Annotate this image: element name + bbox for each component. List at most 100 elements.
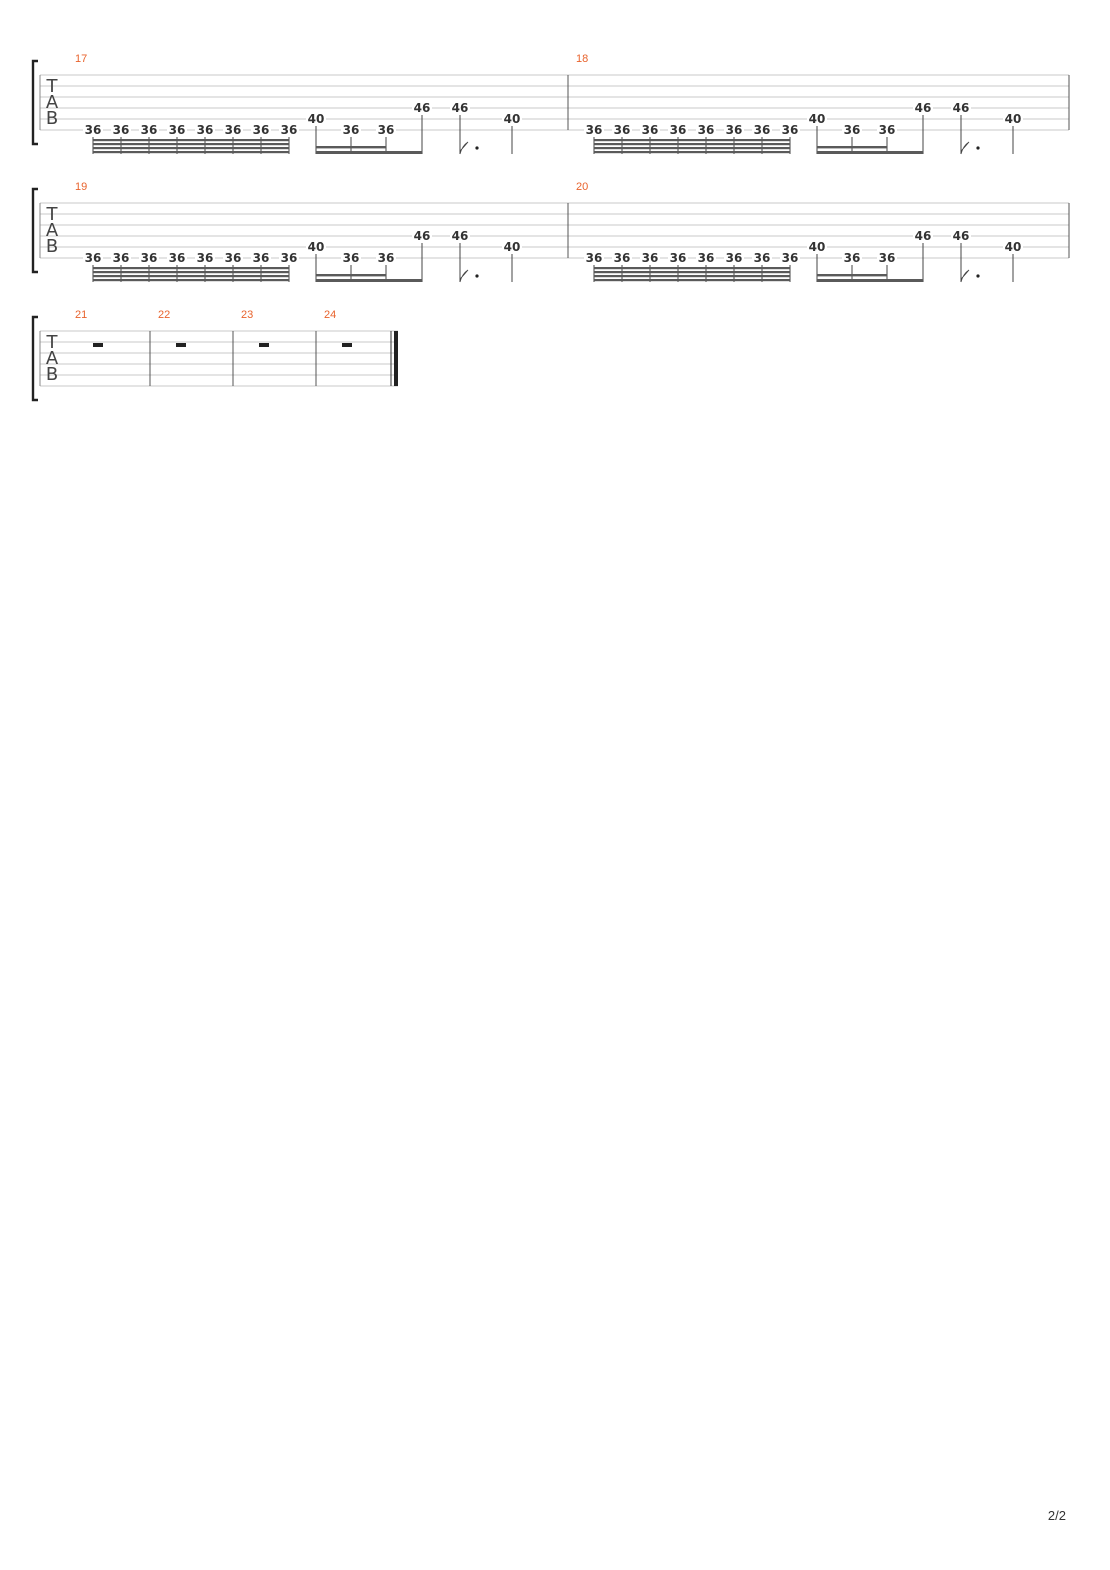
- note-background: [195, 252, 215, 264]
- note-background: [139, 252, 159, 264]
- note-background: [584, 124, 604, 136]
- note-background: [668, 124, 688, 136]
- final-bar-thick: [394, 331, 398, 386]
- note-beam: [817, 279, 923, 282]
- tab-note: 36: [670, 251, 687, 265]
- note-background: [877, 124, 897, 136]
- tab-note: 36: [614, 251, 631, 265]
- tab-note: 36: [879, 251, 896, 265]
- tab-note: 36: [642, 123, 659, 137]
- augmentation-dot: [976, 274, 980, 278]
- tab-note: 40: [1005, 112, 1022, 126]
- tab-clef-letter: A: [46, 348, 59, 369]
- tab-note: 46: [452, 101, 469, 115]
- note-background: [780, 252, 800, 264]
- tab-note: 46: [414, 101, 431, 115]
- note-beam: [594, 151, 790, 154]
- augmentation-dot: [976, 146, 980, 150]
- note-background: [376, 252, 396, 264]
- tab-note: 46: [452, 229, 469, 243]
- note-background: [111, 124, 131, 136]
- note-beam: [93, 275, 289, 278]
- note-background: [223, 252, 243, 264]
- measure-number: 23: [241, 309, 253, 321]
- note-background: [612, 124, 632, 136]
- tab-note: 36: [253, 251, 270, 265]
- note-background: [877, 252, 897, 264]
- tab-note: 36: [253, 123, 270, 137]
- tab-note: 36: [113, 123, 130, 137]
- note-background: [584, 252, 604, 264]
- tab-note: 36: [698, 123, 715, 137]
- note-background: [306, 113, 326, 125]
- tab-note: 36: [782, 123, 799, 137]
- tab-note: 40: [504, 112, 521, 126]
- note-beam: [316, 279, 422, 282]
- augmentation-dot: [475, 274, 479, 278]
- note-background: [640, 124, 660, 136]
- tab-note: 40: [308, 112, 325, 126]
- note-flag: [960, 141, 970, 155]
- tab-note: 36: [225, 123, 242, 137]
- tab-note: 36: [844, 251, 861, 265]
- note-background: [502, 241, 522, 253]
- tab-note: 36: [378, 251, 395, 265]
- tab-note: 36: [113, 251, 130, 265]
- tab-clef-letter: B: [46, 108, 58, 129]
- note-background: [223, 124, 243, 136]
- note-flag: [459, 269, 469, 283]
- tab-note: 40: [809, 240, 826, 254]
- note-beam: [316, 151, 422, 154]
- note-background: [913, 230, 933, 242]
- tab-note: 36: [754, 251, 771, 265]
- system-bracket: [31, 187, 38, 274]
- note-background: [724, 124, 744, 136]
- note-beam: [93, 271, 289, 274]
- note-beam: [594, 143, 790, 146]
- note-beam: [316, 146, 386, 149]
- note-beam: [817, 146, 887, 149]
- note-background: [668, 252, 688, 264]
- note-background: [640, 252, 660, 264]
- note-beam: [594, 267, 790, 270]
- tab-note: 36: [642, 251, 659, 265]
- note-flag: [960, 269, 970, 283]
- tab-note: 46: [414, 229, 431, 243]
- tab-note: 36: [169, 251, 186, 265]
- note-beam: [594, 279, 790, 282]
- tab-clef-letter: T: [46, 332, 59, 353]
- tab-note: 40: [809, 112, 826, 126]
- note-background: [341, 252, 361, 264]
- note-background: [1003, 113, 1023, 125]
- note-background: [780, 124, 800, 136]
- note-background: [696, 252, 716, 264]
- tab-note: 36: [726, 251, 743, 265]
- note-background: [450, 230, 470, 242]
- tab-note: 36: [378, 123, 395, 137]
- note-beam: [594, 275, 790, 278]
- note-background: [752, 252, 772, 264]
- measure-number: 20: [576, 181, 588, 193]
- measure-number: 24: [324, 309, 336, 321]
- note-background: [412, 102, 432, 114]
- tab-note: 36: [141, 123, 158, 137]
- note-background: [83, 124, 103, 136]
- note-background: [306, 241, 326, 253]
- note-background: [195, 124, 215, 136]
- tab-note: 36: [281, 123, 298, 137]
- whole-rest: [93, 343, 103, 347]
- note-beam: [594, 147, 790, 150]
- note-background: [167, 124, 187, 136]
- page-number: 2/2: [1047, 1508, 1066, 1523]
- measure-number: 22: [158, 309, 170, 321]
- note-beam: [817, 151, 923, 154]
- tab-note: 36: [614, 123, 631, 137]
- tab-note: 36: [754, 123, 771, 137]
- note-beam: [594, 139, 790, 142]
- whole-rest: [342, 343, 352, 347]
- note-flag: [459, 141, 469, 155]
- tab-clef-letter: T: [46, 204, 59, 225]
- tab-note: 36: [670, 123, 687, 137]
- tab-note: 40: [504, 240, 521, 254]
- tab-note: 46: [915, 229, 932, 243]
